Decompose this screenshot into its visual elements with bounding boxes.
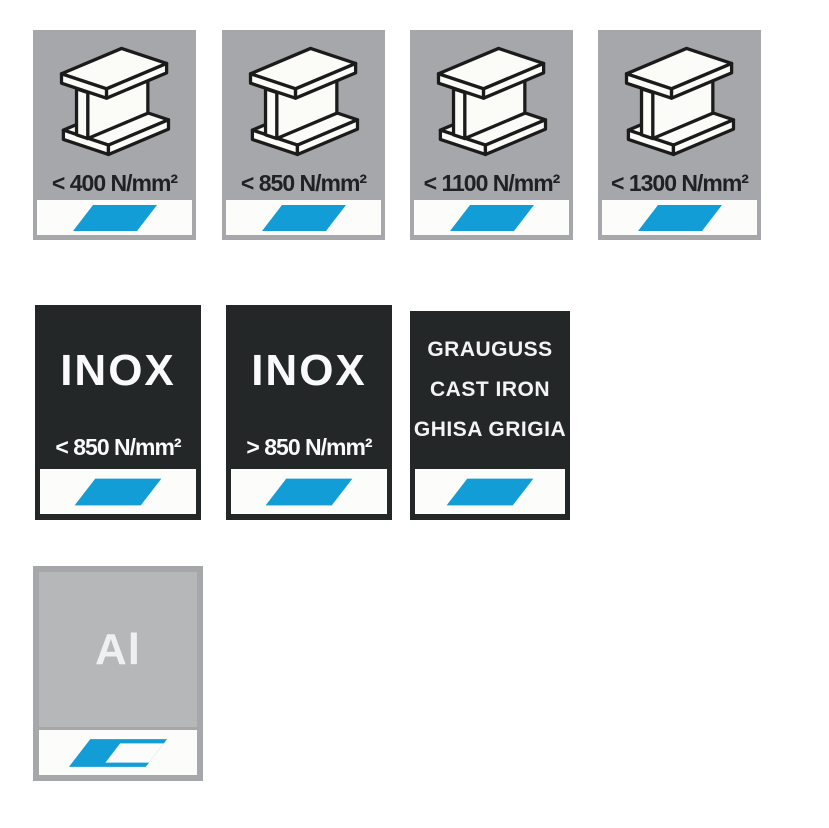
suitability-strip [415, 469, 565, 514]
half-parallelogram-icon [68, 738, 168, 767]
inox-title: INOX [251, 345, 367, 395]
tile-inox-gt-850: INOX > 850 N/mm² [226, 305, 392, 520]
blue-parallelogram-icon [446, 478, 534, 505]
tile-steel-1100: < 1100 N/mm² [410, 30, 573, 240]
tile-inox-lt-850: INOX < 850 N/mm² [35, 305, 201, 520]
tile-cast-iron: GRAUGUSS CAST IRON GHISA GRIGIA [410, 311, 570, 520]
suitability-strip [40, 469, 196, 514]
steel-beam-icon [33, 30, 196, 172]
suitability-strip [37, 200, 192, 235]
suitability-strip [226, 200, 381, 235]
blue-parallelogram-icon [74, 478, 162, 505]
suitability-strip [231, 469, 387, 514]
strength-label: < 400 N/mm² [51, 170, 178, 196]
strength-label: < 1100 N/mm² [423, 170, 561, 196]
inox-title: INOX [60, 345, 176, 395]
blue-parallelogram-icon [72, 204, 157, 231]
tile-steel-1300: < 1300 N/mm² [598, 30, 761, 240]
cast-iron-label-it: GHISA GRIGIA [413, 418, 567, 441]
tile-steel-850: < 850 N/mm² [222, 30, 385, 240]
suitability-strip [39, 730, 197, 775]
steel-beam-icon [222, 30, 385, 172]
tile-steel-400: < 400 N/mm² [33, 30, 196, 240]
strength-label: < 1300 N/mm² [611, 170, 749, 196]
cast-iron-label-de: GRAUGUSS [427, 338, 553, 361]
steel-beam-icon [410, 30, 573, 172]
cast-iron-label-en: CAST IRON [430, 378, 550, 401]
steel-beam-icon [598, 30, 761, 172]
aluminium-label: Al [95, 624, 141, 674]
blue-parallelogram-icon [265, 478, 353, 505]
strength-label: < 850 N/mm² [240, 170, 367, 196]
blue-parallelogram-icon [261, 204, 346, 231]
blue-parallelogram-icon [449, 204, 534, 231]
blue-parallelogram-icon [637, 204, 722, 231]
tile-aluminium: Al [33, 566, 203, 781]
strength-label: < 850 N/mm² [55, 434, 181, 460]
suitability-strip [602, 200, 757, 235]
suitability-strip [414, 200, 569, 235]
strength-label: > 850 N/mm² [246, 434, 372, 460]
